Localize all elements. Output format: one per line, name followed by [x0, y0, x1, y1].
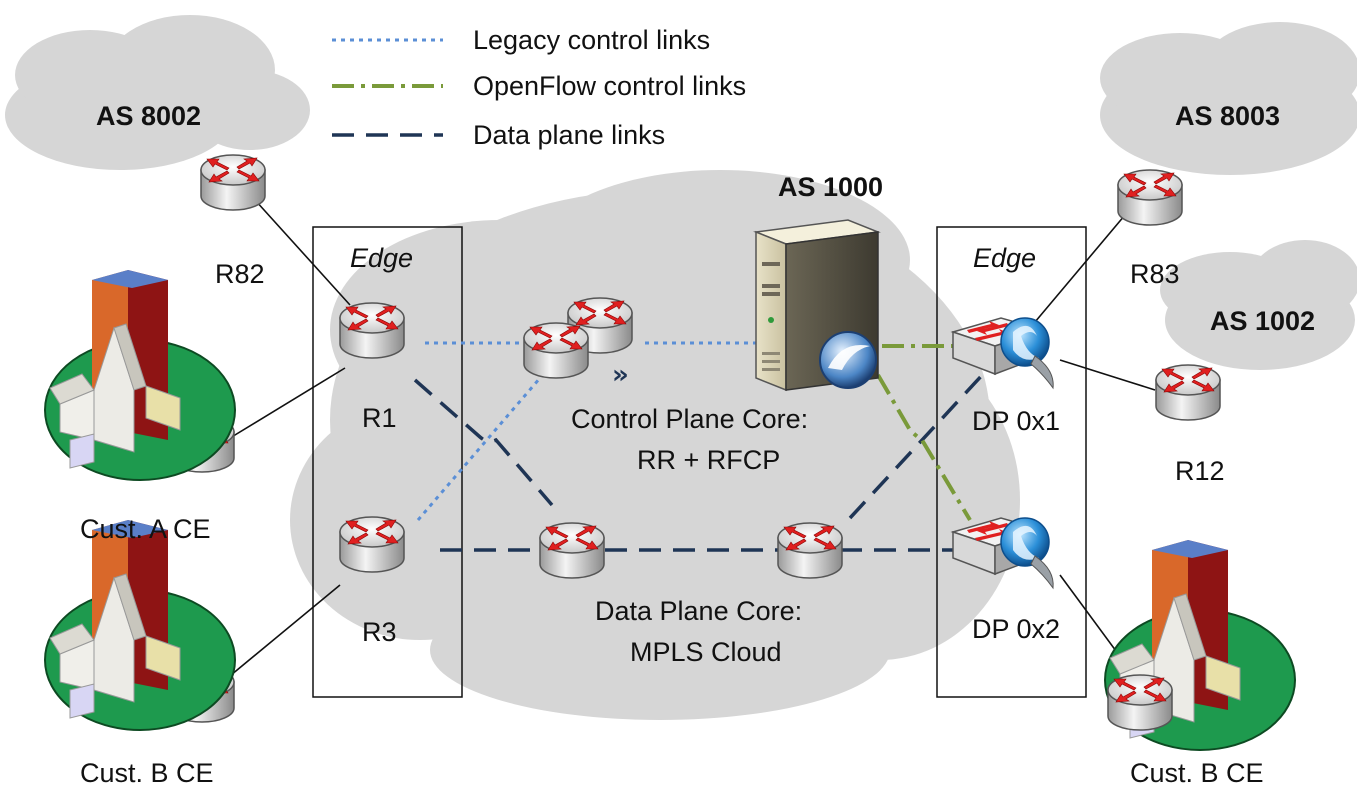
building-cust-a-icon	[44, 269, 236, 481]
router-core-left-icon[interactable]	[539, 522, 605, 579]
cloud-as8003	[1100, 22, 1357, 175]
legacy-control-links	[416, 341, 760, 521]
openflow-control-links	[876, 344, 972, 522]
as-8002-label: AS 8002	[96, 101, 201, 131]
as-8003-label: AS 8003	[1175, 101, 1280, 131]
edge-box-right	[936, 226, 1087, 698]
legend-legacy-label: Legacy control links	[473, 25, 710, 55]
router-r82-label: R82	[215, 259, 265, 289]
router-core-right-icon[interactable]	[777, 522, 843, 579]
controller-badge-icon	[819, 331, 877, 389]
router-r12-icon[interactable]	[1155, 364, 1221, 421]
cust-b-right-ce-label: Cust. B CE	[1130, 758, 1264, 785]
control-core-line1: Control Plane Core:	[571, 404, 808, 434]
switch-dp2-label: DP 0x2	[972, 614, 1060, 644]
router-r82-icon[interactable]	[200, 154, 266, 211]
legend-openflow-label: OpenFlow control links	[473, 71, 746, 101]
legend-data-label: Data plane links	[473, 120, 665, 150]
cloud-as8002	[5, 15, 310, 170]
router-r3-icon[interactable]	[339, 516, 405, 573]
as-1002-label: AS 1002	[1210, 306, 1315, 336]
edge-right-label: Edge	[973, 243, 1036, 273]
router-r83-label: R83	[1130, 259, 1180, 289]
data-core-line2: MPLS Cloud	[630, 637, 782, 667]
router-rr-front-icon[interactable]	[523, 322, 589, 379]
cloud-as1002	[1160, 240, 1357, 370]
router-r3-label: R3	[362, 617, 397, 647]
as-1000-label: AS 1000	[778, 172, 883, 202]
double-chevron-icon: »	[612, 360, 629, 390]
cust-a-ce-label: Cust. A CE	[80, 514, 211, 544]
data-core-line1: Data Plane Core:	[595, 596, 802, 626]
edge-box-left	[312, 226, 463, 698]
router-r83-icon[interactable]	[1117, 169, 1183, 226]
building-cust-b-left-icon	[44, 519, 236, 731]
data-plane-links	[413, 370, 987, 552]
cust-b-left-ce-label: Cust. B CE	[80, 758, 214, 785]
router-cust-b-right-ce-icon[interactable]	[1107, 674, 1173, 731]
control-core-line2: RR + RFCP	[637, 445, 780, 475]
router-r12-label: R12	[1175, 456, 1225, 486]
edge-left-label: Edge	[350, 243, 413, 273]
router-r1-label: R1	[362, 403, 397, 433]
legend: Legacy control links OpenFlow control li…	[332, 25, 746, 150]
router-r1-icon[interactable]	[339, 302, 405, 359]
switch-dp1-label: DP 0x1	[972, 406, 1060, 436]
